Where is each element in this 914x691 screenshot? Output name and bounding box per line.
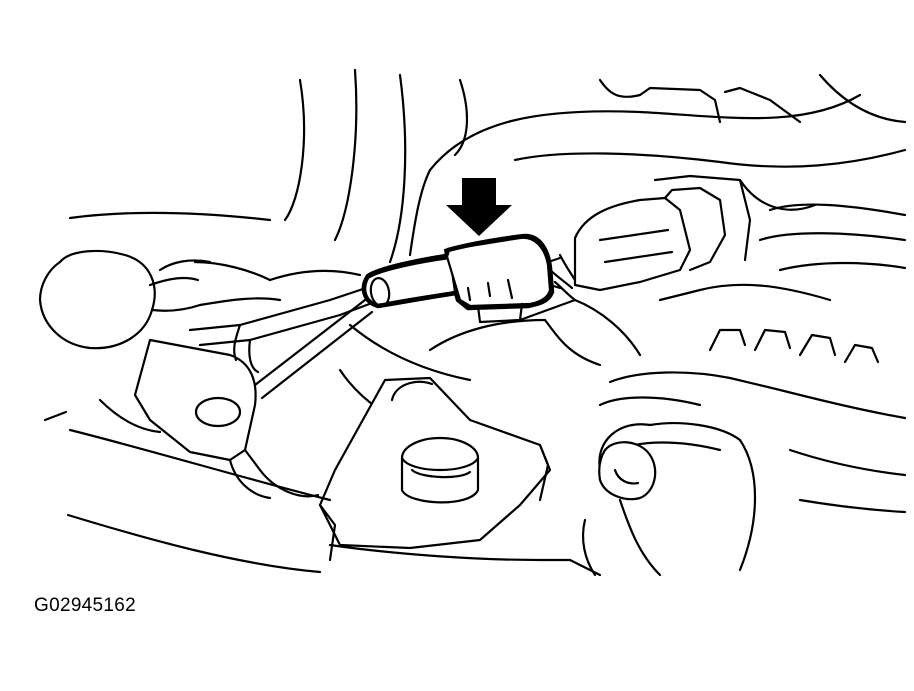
engine-casing-middle [268,269,642,437]
lower-right-engine-body [581,283,907,577]
figure-code-label: G02945162 [34,595,137,616]
mating-connector-housing [546,186,727,302]
sensor-lead-wire [253,298,374,400]
engine-background-contours [43,68,907,422]
lower-base-plate [66,398,602,577]
stud-knob [598,441,657,501]
coolant-hose [408,93,907,257]
bolt-boss-block [318,376,552,562]
upper-right-bracket [638,86,907,272]
sensor-connector [361,233,562,324]
mounting-bracket [133,338,320,500]
hose-end-bulb [38,249,282,350]
down-arrow-icon [446,178,512,236]
